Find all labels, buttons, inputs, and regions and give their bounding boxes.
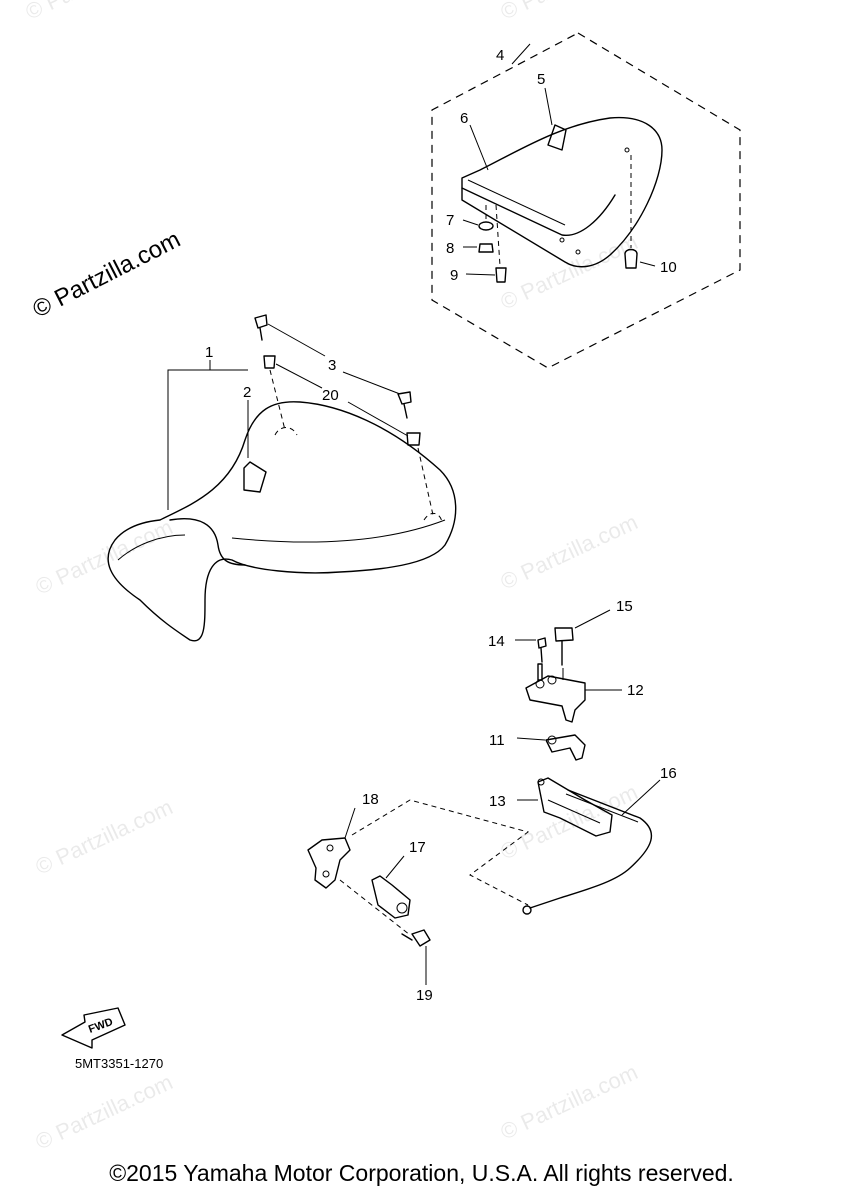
callout-16: 16 xyxy=(660,765,677,782)
callout-8: 8 xyxy=(446,240,454,257)
rear-seat-assembly-boundary xyxy=(431,32,741,369)
callout-18: 18 xyxy=(362,791,379,808)
callout-4: 4 xyxy=(496,47,504,64)
copyright-notice: ©2015 Yamaha Motor Corporation, U.S.A. A… xyxy=(109,1160,734,1186)
seat-fasteners xyxy=(254,314,434,516)
watermark-faint: © Partzilla.com xyxy=(497,0,642,25)
watermark-faint: © Partzilla.com xyxy=(497,229,642,314)
seat-lock-assembly xyxy=(525,627,613,837)
rear-seat xyxy=(461,116,663,268)
rear-seat-hardware xyxy=(478,155,638,283)
callout-19: 19 xyxy=(416,987,433,1004)
callout-15: 15 xyxy=(616,598,633,615)
callout-13: 13 xyxy=(489,793,506,810)
seat-lock-cable xyxy=(522,779,661,915)
callout-12: 12 xyxy=(627,682,644,699)
watermark-main: © Partzilla.com xyxy=(28,226,184,323)
callout-5: 5 xyxy=(537,71,545,88)
diagram-code: 5MT3351-1270 xyxy=(75,1056,163,1071)
watermark-faint: © Partzilla.com xyxy=(497,509,642,594)
front-seat xyxy=(107,401,457,642)
callout-20: 20 xyxy=(322,387,339,404)
watermark-faint: © Partzilla.com xyxy=(497,1059,642,1144)
callout-3: 3 xyxy=(328,357,336,374)
seat-lock-parts xyxy=(307,799,530,947)
fwd-arrow: FWD xyxy=(61,1007,126,1049)
front-seat-leaders xyxy=(167,360,249,510)
callout-7: 7 xyxy=(446,212,454,229)
callout-1: 1 xyxy=(205,344,213,361)
watermark-faint: © Partzilla.com xyxy=(32,1069,177,1154)
fwd-label: FWD xyxy=(87,1016,115,1036)
callout-2: 2 xyxy=(243,384,251,401)
watermark-faint: © Partzilla.com xyxy=(22,0,167,25)
callout-14: 14 xyxy=(488,633,505,650)
callout-6: 6 xyxy=(460,110,468,127)
callout-10: 10 xyxy=(660,259,677,276)
watermark-faint: © Partzilla.com xyxy=(32,514,177,599)
callout-labels: 1 2 3 20 4 5 6 7 8 9 10 11 12 13 14 15 1… xyxy=(205,47,677,1004)
callout-11: 11 xyxy=(489,732,505,749)
watermark-faint: © Partzilla.com xyxy=(32,794,177,879)
callout-leaders xyxy=(344,43,656,985)
callout-9: 9 xyxy=(450,267,458,284)
callout-17: 17 xyxy=(409,839,426,856)
